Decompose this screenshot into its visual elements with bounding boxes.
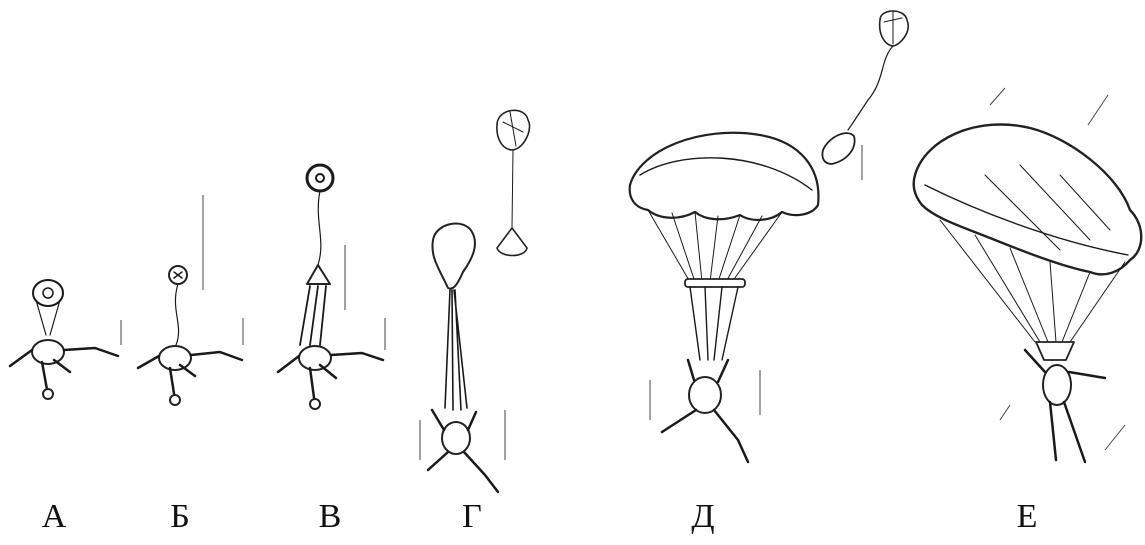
stage-label-g: Г — [462, 500, 482, 534]
stage-label-b: Б — [170, 500, 190, 534]
pilot-chute-b — [169, 266, 187, 345]
stage-label-d: Д — [691, 500, 714, 534]
deployment-bag-v — [300, 265, 330, 345]
speed-line — [1088, 95, 1108, 125]
skydiver-d — [662, 360, 748, 462]
stage-v-figure — [278, 165, 385, 409]
stage-a-figure — [10, 280, 121, 399]
speed-line — [1105, 425, 1125, 450]
skydiver-g — [428, 410, 498, 492]
pilot-chute-d — [822, 11, 908, 164]
main-canopy-open-d — [630, 133, 819, 360]
stage-d-figure — [630, 11, 909, 462]
skydiver-e — [1025, 342, 1105, 462]
pilot-chute-v — [307, 165, 333, 265]
stage-e-figure — [914, 88, 1142, 462]
stage-label-e: Е — [1017, 500, 1038, 534]
skydiver-a — [10, 340, 118, 399]
skydiver-b — [138, 346, 242, 405]
main-canopy-steered-e — [914, 125, 1142, 342]
stage-label-a: А — [42, 500, 67, 534]
stage-label-v: В — [319, 500, 342, 534]
stage-b-figure — [138, 195, 243, 405]
pilot-chute-a — [33, 280, 63, 335]
speed-line — [1000, 405, 1010, 420]
pilot-chute-g — [497, 110, 530, 255]
stage-g-figure — [420, 110, 530, 492]
speed-line — [990, 88, 1005, 105]
skydiver-v — [278, 346, 383, 409]
main-canopy-inflating-g — [432, 224, 475, 410]
